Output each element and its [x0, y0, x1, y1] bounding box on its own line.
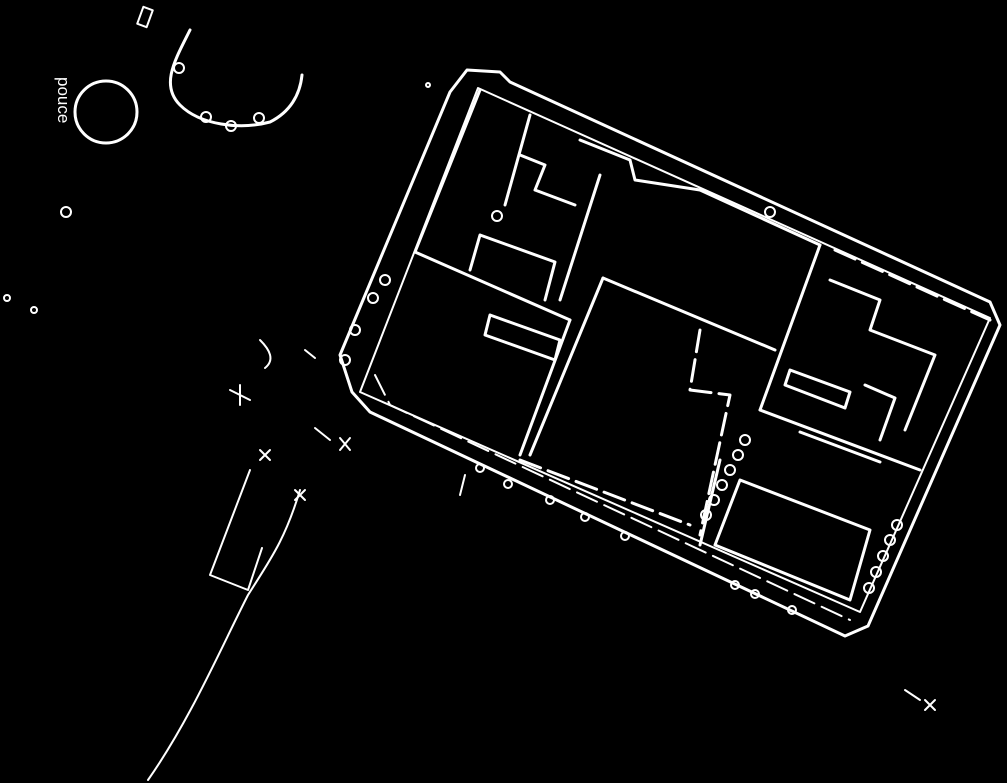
map-label: pouce	[54, 77, 73, 123]
curved-parking-island	[169, 28, 304, 132]
roundabout-circle	[73, 79, 139, 145]
scattered-markers	[3, 82, 431, 314]
tree-markers	[339, 206, 903, 615]
small-rect-marker	[136, 5, 154, 29]
roundabout: pouce	[54, 77, 139, 145]
entrance-symbols	[229, 339, 936, 711]
building-outline	[338, 68, 1002, 638]
road-southwest	[147, 469, 466, 781]
interior-walls	[413, 88, 992, 602]
